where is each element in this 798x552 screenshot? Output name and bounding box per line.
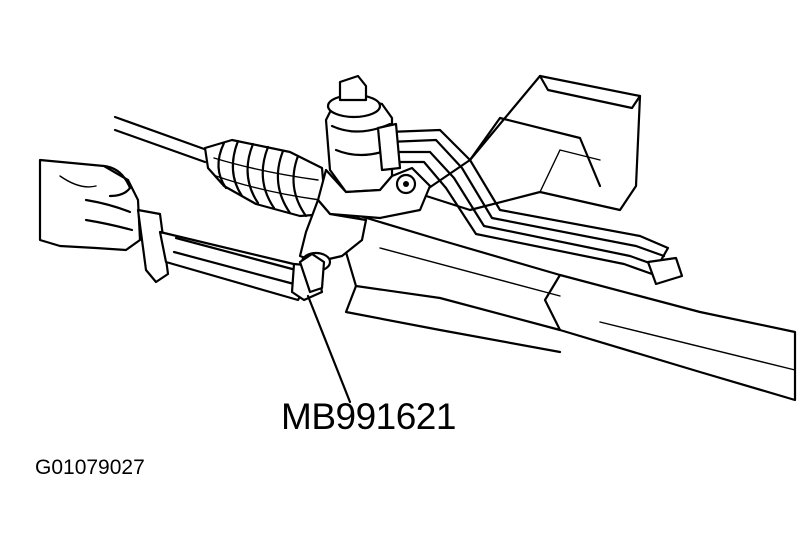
gear-housing [338,74,797,402]
figure-id-label: G01079027 [35,456,145,479]
tool-number-label: MB991621 [281,396,456,437]
hand-with-tool [38,158,326,302]
callout-leader-line [306,294,352,404]
rack-boot [203,138,328,218]
fluid-lines [376,122,684,286]
tie-rod [113,115,209,164]
